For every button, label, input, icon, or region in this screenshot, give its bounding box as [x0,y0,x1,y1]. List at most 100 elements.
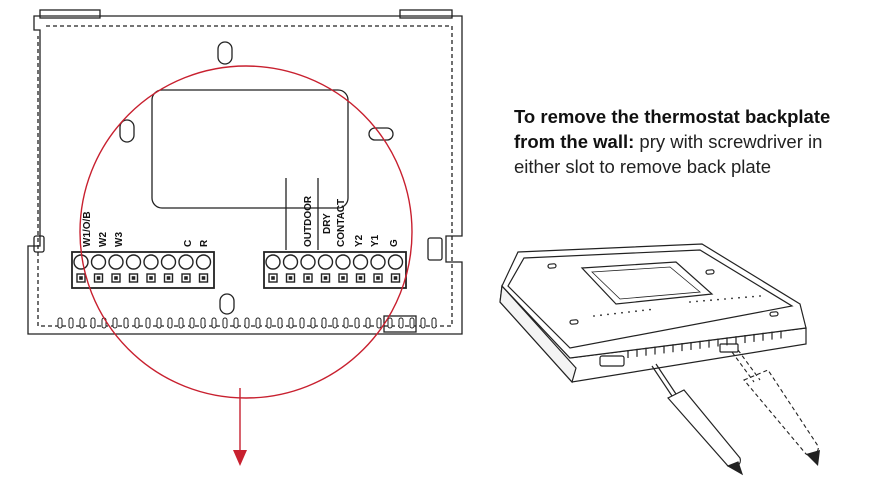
vent-slot [365,317,371,329]
terminal-release-tab-center [341,276,345,280]
vent-slot [354,317,360,329]
terminal-release-tab-center [201,276,206,280]
vent-slot [409,317,415,329]
vent-slot [189,317,195,329]
mounting-slot-bottom [219,293,235,315]
mounting-slot-right [368,127,394,141]
iso-dot [738,296,740,299]
vent-slot [145,317,151,329]
right-terminal-labels: OUTDOOR DRY CONTACT Y2 Y1 G [303,195,400,247]
terminal-screw [195,254,212,270]
callout-arrow-head [233,450,247,466]
thermostat-top-slot-2 [705,269,715,275]
vent-slot [420,317,426,329]
screws-left [73,254,212,283]
iso-dot [600,314,602,317]
iso-dot [649,308,651,311]
instruction-caption: To remove the thermostat backplate from … [514,104,854,179]
vent-slot [310,317,316,329]
vent-slot [112,317,118,329]
terminal-screw [178,254,194,270]
vent-slot [57,317,63,329]
label-w1ob: W1/O/B [82,211,93,247]
terminal-screw [125,254,142,270]
ghost-handle [743,369,819,456]
ghost-shaft [731,351,755,383]
iso-dot [731,297,733,300]
vent-slot [156,317,162,329]
terminal-screw [265,254,281,270]
terminal-screw [90,254,107,270]
screwdriver-handle [667,389,741,468]
terminal-screw [370,254,386,270]
ghost-tip [806,450,820,466]
iso-dot [752,295,754,298]
terminal-screw [300,254,316,270]
iso-dot [710,299,712,302]
iso-dot [621,311,623,314]
terminal-screw [160,254,177,270]
thermostat-side-shell [499,284,577,384]
vent-slot [332,317,338,329]
iso-dot [696,300,698,303]
backplate-outline [27,15,463,335]
terminal-screw [282,254,299,270]
iso-dot [635,310,637,313]
vent-slot [167,317,173,329]
vent-slot [233,317,239,329]
mounting-slot-top [217,41,233,65]
label-outdoor: OUTDOOR [303,195,314,247]
label-w2: W2 [98,232,109,247]
vent-slot [123,317,129,329]
vent-slot [79,317,85,329]
terminal-screw [352,254,369,270]
terminal-block-left [71,251,215,289]
vent-slot [277,317,283,329]
label-g: G [389,239,400,247]
terminal-screw [73,254,89,270]
iso-dot [689,301,691,303]
highlight-circle [79,65,413,399]
vent-slot [431,317,437,329]
label-dry: DRY [322,213,333,234]
label-r: R [199,239,210,247]
terminal-release-tab-center [149,276,153,280]
vent-slot [244,317,250,329]
thermostat-clip [719,343,739,353]
iso-dot [759,295,761,297]
iso-dot [593,315,595,317]
terminal-release-tab-center [288,276,293,280]
vent-slot [200,317,206,329]
vent-slot [321,317,327,329]
vent-slot [255,317,261,329]
iso-dot [724,298,726,300]
vent-slot [343,317,349,329]
vent-slot [222,317,228,329]
terminal-screw [387,254,404,270]
screws-right [265,254,404,283]
left-side-slot [33,235,45,253]
thermostat-iso-drawing [499,243,807,384]
vent-slot [266,317,272,329]
terminal-release-tab-center [306,276,310,280]
top-left-tab [39,9,101,19]
highlight-callout [79,65,413,466]
vent-slot [211,317,217,329]
top-right-tab [399,9,453,19]
terminal-release-tab-center [323,276,328,280]
terminal-screw [335,254,351,270]
vent-slot [68,317,74,329]
wire-opening [151,89,349,209]
screwdriver-ghost [731,349,820,466]
terminal-release-tab-center [166,276,171,280]
left-terminal-labels: W1/O/B W2 W3 C R [82,211,210,247]
iso-dot [607,313,609,316]
thermostat-front-vents [627,330,782,358]
terminal-release-tab-center [184,276,188,280]
terminal-release-tab-center [96,276,101,280]
thermostat-window-inner [591,266,702,300]
backplate-drawing [27,9,463,335]
terminal-screw [317,254,334,270]
terminal-release-tab-center [131,276,136,280]
